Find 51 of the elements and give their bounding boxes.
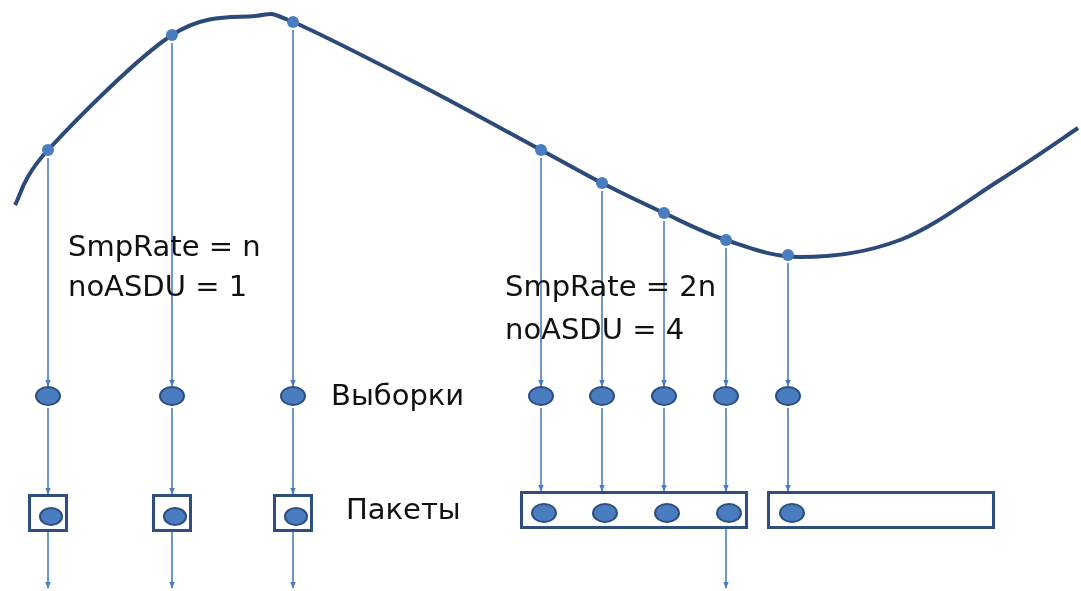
sample-point	[658, 207, 670, 219]
arrow	[661, 220, 667, 387]
arrow	[599, 190, 605, 387]
arrow	[169, 531, 175, 589]
sample-dot	[713, 386, 739, 406]
sample-dot	[531, 503, 557, 523]
arrow	[785, 407, 791, 492]
sample-dot	[654, 503, 680, 523]
sample-dot	[35, 386, 61, 406]
sample-dot	[39, 506, 63, 526]
sample-point	[535, 144, 547, 156]
arrow	[290, 407, 296, 495]
sample-dot	[280, 386, 306, 406]
arrow	[45, 407, 51, 495]
sample-dot	[779, 503, 805, 523]
sample-dot	[651, 386, 677, 406]
arrow	[45, 157, 51, 387]
sample-point	[42, 144, 54, 156]
sample-point	[596, 177, 608, 189]
sample-dot	[775, 386, 801, 406]
arrow	[45, 531, 51, 589]
packet-box	[273, 494, 313, 532]
arrow	[538, 407, 544, 492]
sample-dot	[716, 503, 742, 523]
arrow	[723, 528, 729, 589]
sample-point	[287, 16, 299, 28]
packet-box	[767, 491, 995, 529]
sample-dot	[284, 506, 308, 526]
sample-point	[782, 249, 794, 261]
sample-dot	[589, 386, 615, 406]
row-label: Пакеты	[346, 495, 461, 524]
arrow	[538, 157, 544, 387]
sample-dot	[163, 506, 187, 526]
sample-point	[166, 29, 178, 41]
sample-dot	[159, 386, 185, 406]
arrow	[785, 262, 791, 387]
packet-box	[28, 494, 68, 532]
arrow	[599, 407, 605, 492]
sample-dot	[592, 503, 618, 523]
packet-box	[520, 491, 748, 529]
row-label: Выборки	[331, 381, 465, 410]
arrow	[169, 42, 175, 387]
arrow	[290, 29, 296, 387]
packet-box	[152, 494, 192, 532]
arrow	[723, 407, 729, 492]
arrow	[169, 407, 175, 495]
arrow	[290, 531, 296, 589]
arrow	[723, 247, 729, 387]
sample-point	[720, 234, 732, 246]
sample-dot	[528, 386, 554, 406]
arrow	[661, 407, 667, 492]
